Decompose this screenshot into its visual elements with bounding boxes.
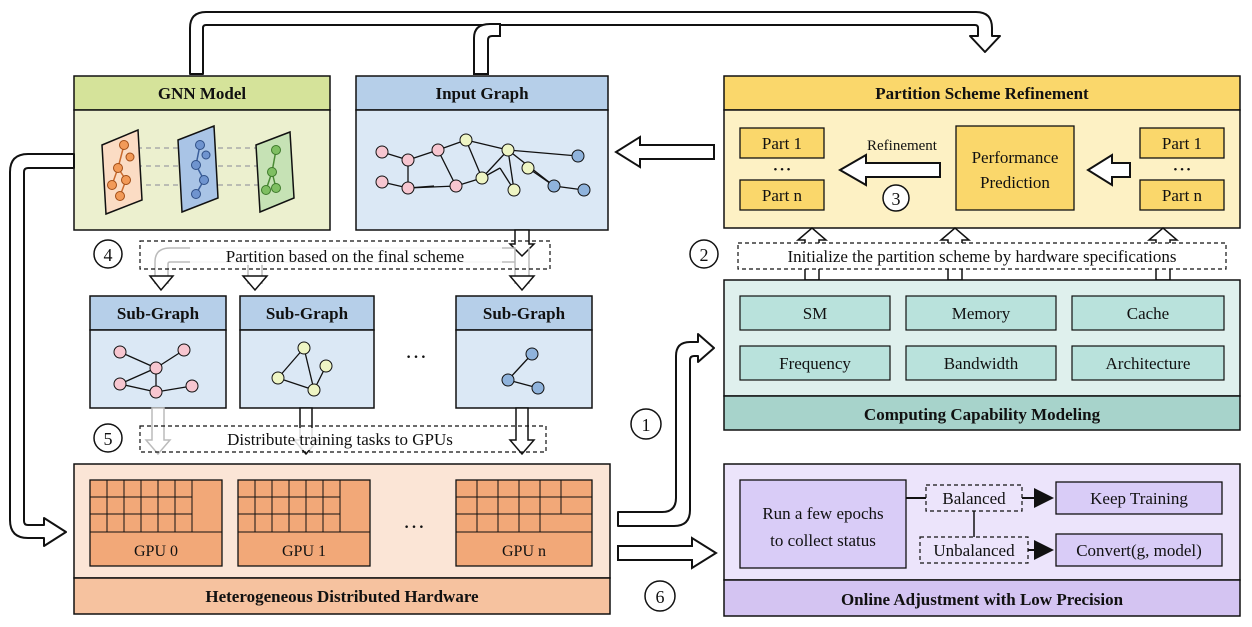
unbalanced-label: Unbalanced <box>933 541 1015 560</box>
subgraph-ellipsis: … <box>405 338 427 363</box>
hardware-title: Heterogeneous Distributed Hardware <box>205 587 479 606</box>
partition-refinement-title: Partition Scheme Refinement <box>875 84 1089 103</box>
right-part-n: Part n <box>1162 186 1203 205</box>
gnn-layer-1-icon <box>101 128 143 216</box>
gpu-n-block: GPU n <box>455 479 593 567</box>
subgraph-1-panel: Sub-Graph <box>89 295 227 409</box>
gnn-layer-3-icon <box>255 130 295 214</box>
keep-training-box: Keep Training <box>1090 489 1188 508</box>
online-title: Online Adjustment with Low Precision <box>841 590 1124 609</box>
left-loop-arrow <box>9 153 75 547</box>
top-flow-arrow <box>189 11 1001 75</box>
computing-item-cache: Cache <box>1127 304 1169 323</box>
left-part-1: Part 1 <box>762 134 802 153</box>
computing-item-sm: SM <box>803 304 828 323</box>
computing-item-architecture: Architecture <box>1106 354 1191 373</box>
initialize-row: 2 Initialize the partition scheme by har… <box>689 227 1227 281</box>
step-6-badge: 6 <box>656 587 665 607</box>
run-epochs-line1: Run a few epochs <box>762 504 883 523</box>
hardware-panel: Heterogeneous Distributed Hardware GPU 0… <box>73 463 611 615</box>
computing-item-bandwidth: Bandwidth <box>944 354 1019 373</box>
step-5-badge: 5 <box>104 429 113 449</box>
performance-prediction-line1: Performance <box>972 148 1059 167</box>
computing-item-memory: Memory <box>952 304 1011 323</box>
gpu-1-block: GPU 1 <box>237 479 371 567</box>
gnn-layer-connectors <box>128 147 270 186</box>
partition-refinement-panel: Partition Scheme Refinement Part 1 • • •… <box>723 75 1241 229</box>
gpu-ellipsis: … <box>403 508 425 533</box>
step-2-badge: 2 <box>700 245 709 265</box>
step-1-arrow: 1 <box>617 333 715 527</box>
computing-title: Computing Capability Modeling <box>864 405 1101 424</box>
subgraph-3-title: Sub-Graph <box>483 304 566 323</box>
subgraph-2-panel: Sub-Graph <box>239 295 375 409</box>
gnn-layer-2-icon <box>177 124 219 214</box>
gpu-1-label: GPU 1 <box>282 543 326 560</box>
input-graph-nodes <box>375 133 591 197</box>
distribute-row: 5 Distribute training tasks to GPUs <box>93 407 547 456</box>
refinement-to-input-arrow <box>614 135 715 169</box>
computing-item-frequency: Frequency <box>779 354 851 373</box>
right-part-dots: • • • <box>1173 164 1190 176</box>
computing-panel: Computing Capability Modeling SM Memory … <box>723 279 1241 431</box>
gpu-0-label: GPU 0 <box>134 543 178 560</box>
partition-final-label: Partition based on the final scheme <box>226 247 464 266</box>
left-part-dots: • • • <box>773 164 790 176</box>
distribute-label: Distribute training tasks to GPUs <box>227 430 453 449</box>
initialize-label: Initialize the partition scheme by hardw… <box>788 247 1177 266</box>
gpu-0-block: GPU 0 <box>89 479 223 567</box>
convert-box: Convert(g, model) <box>1076 541 1202 560</box>
gpu-n-label: GPU n <box>502 543 546 560</box>
step-4-badge: 4 <box>104 245 113 265</box>
online-panel: Online Adjustment with Low Precision Run… <box>723 463 1241 617</box>
performance-prediction-line2: Prediction <box>980 173 1050 192</box>
partition-final-row: 4 Partition based on the final scheme <box>93 229 551 292</box>
input-graph-panel: Input Graph <box>355 75 609 231</box>
step-6-arrow: 6 <box>617 536 718 612</box>
step-1-badge: 1 <box>642 415 651 435</box>
run-epochs-line2: to collect status <box>770 531 876 550</box>
step-3-badge: 3 <box>892 189 901 209</box>
gnn-model-title: GNN Model <box>158 84 247 103</box>
balanced-label: Balanced <box>942 489 1006 508</box>
subgraph-2-title: Sub-Graph <box>266 304 349 323</box>
refinement-label: Refinement <box>867 138 938 154</box>
right-part-1: Part 1 <box>1162 134 1202 153</box>
subgraph-1-title: Sub-Graph <box>117 304 200 323</box>
input-graph-title: Input Graph <box>435 84 529 103</box>
gnn-model-panel: GNN Model <box>73 75 331 231</box>
left-part-n: Part n <box>762 186 803 205</box>
subgraph-3-panel: Sub-Graph <box>455 295 593 409</box>
